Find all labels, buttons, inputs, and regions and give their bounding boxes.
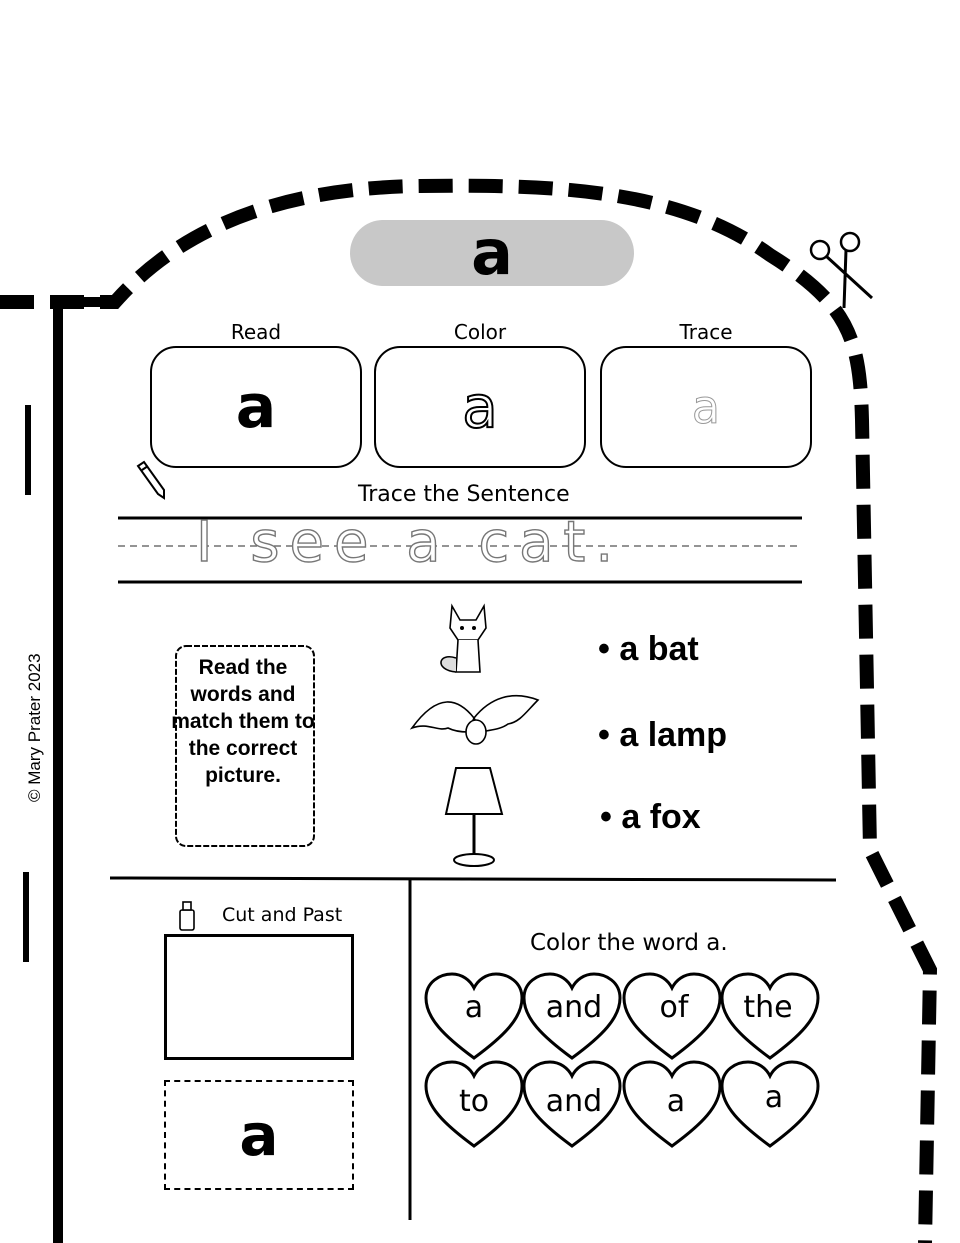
heart-word[interactable]: of bbox=[659, 990, 689, 1025]
heart-word[interactable]: to bbox=[458, 1084, 490, 1119]
match-word-lamp[interactable]: • a lamp bbox=[598, 716, 728, 754]
trace-sentence-title: Trace the Sentence bbox=[358, 482, 570, 507]
match-instruction: Read the words and match them to the cor… bbox=[171, 656, 315, 787]
title-letter: a bbox=[350, 220, 634, 286]
cut-paste-label: Cut and Past bbox=[222, 904, 343, 926]
lamp-icon[interactable] bbox=[440, 764, 510, 868]
trace-letter: a bbox=[691, 380, 721, 435]
paste-box[interactable] bbox=[164, 934, 354, 1060]
handwriting-lines bbox=[118, 516, 802, 584]
glue-icon bbox=[179, 901, 195, 931]
color-box[interactable]: a bbox=[374, 346, 586, 468]
read-letter: a bbox=[235, 372, 277, 442]
scissors-icon bbox=[809, 231, 874, 309]
trace-label: Trace bbox=[679, 320, 733, 344]
fox-icon[interactable] bbox=[430, 598, 506, 678]
instruction-frame bbox=[175, 645, 315, 847]
heart-word[interactable]: the bbox=[743, 990, 793, 1025]
match-word-fox[interactable]: • a fox bbox=[600, 798, 701, 836]
heart-word[interactable]: a bbox=[464, 990, 484, 1025]
color-letter: a bbox=[461, 372, 499, 442]
read-box: a bbox=[150, 346, 362, 468]
heart-word[interactable]: a bbox=[666, 1084, 686, 1119]
read-label: Read bbox=[230, 320, 282, 344]
pencil-icon bbox=[136, 460, 165, 500]
trace-box[interactable]: a bbox=[600, 346, 812, 468]
color-label: Color bbox=[453, 320, 507, 344]
cut-box[interactable]: a bbox=[164, 1080, 354, 1190]
cut-letter: a bbox=[239, 1101, 279, 1169]
color-word-title: Color the word a. bbox=[530, 930, 728, 956]
heart-word[interactable]: and bbox=[545, 990, 603, 1025]
heart-word[interactable]: and bbox=[545, 1084, 603, 1119]
heart-word[interactable]: a bbox=[764, 1080, 784, 1115]
copyright-text: © Mary Prater 2023 bbox=[25, 653, 44, 802]
bat-icon[interactable] bbox=[408, 688, 540, 748]
match-word-bat[interactable]: • a bat bbox=[598, 630, 699, 668]
trace-sentence[interactable]: I see a cat. bbox=[195, 509, 624, 575]
